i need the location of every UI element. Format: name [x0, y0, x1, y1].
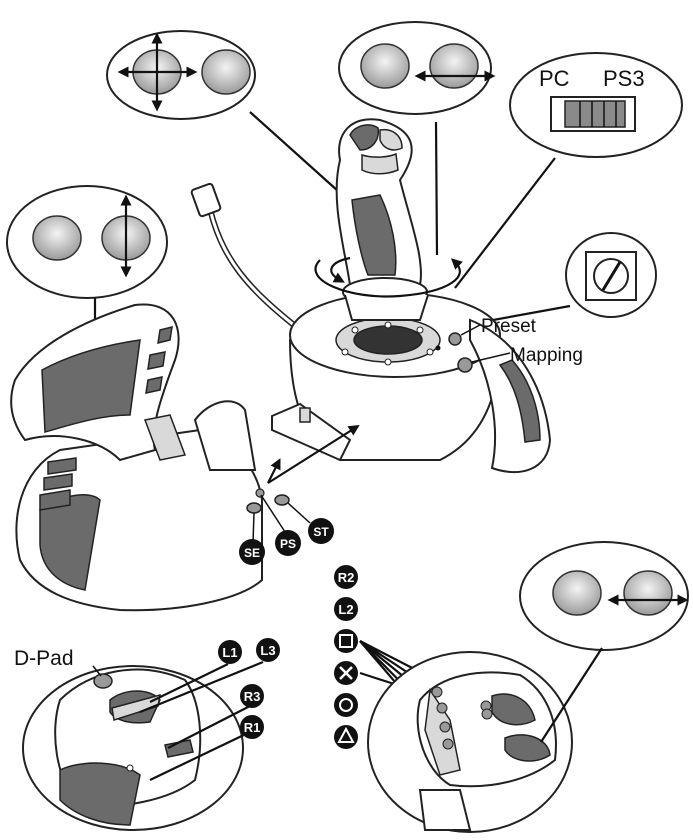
r1-badge [240, 715, 264, 739]
callout-stick-xy [106, 30, 256, 120]
usb-plug-icon [190, 182, 222, 218]
switch-pc-label: PC [539, 66, 570, 91]
mode-switch-slider[interactable] [564, 100, 626, 128]
joystick-stick [314, 118, 463, 321]
l3-label: L3 [260, 643, 275, 658]
preset-led-icon [435, 345, 441, 351]
l3-badge [256, 638, 280, 662]
callout-mode-switch: PC PS3 [509, 52, 683, 158]
callout-stick-twist [338, 21, 496, 115]
switch-ps3-label: PS3 [603, 66, 645, 91]
analog-stick-icon [201, 49, 251, 95]
r3-label: R3 [244, 689, 261, 704]
throttle-buttons: SE PS ST [239, 425, 360, 565]
usb-cable [190, 182, 302, 333]
ps-led-icon [255, 488, 265, 498]
analog-stick-icon [552, 570, 602, 616]
circle-button-icon [334, 693, 358, 717]
dpad-label: D-Pad [14, 647, 74, 670]
analog-stick-icon [360, 43, 410, 89]
analog-stick-icon [429, 43, 479, 89]
l2-label: L2 [338, 602, 353, 617]
start-button[interactable] [274, 494, 290, 506]
left-hand-detail: D-Pad L1 L3 R3 R1 [14, 638, 280, 831]
ps-label: PS [280, 537, 296, 551]
mapping-button[interactable] [457, 357, 473, 373]
twist-arrow-icon [314, 258, 463, 298]
l1-label: L1 [222, 645, 237, 660]
select-button[interactable] [246, 502, 262, 514]
preset-button[interactable] [448, 332, 462, 346]
analog-stick-icon [32, 215, 82, 261]
l2-badge [334, 597, 358, 621]
callout-dial [565, 232, 657, 318]
square-button-icon [334, 629, 358, 653]
preset-label: Preset [481, 316, 537, 337]
start-label: ST [313, 525, 329, 539]
r1-label: R1 [244, 720, 261, 735]
ps-badge [275, 530, 301, 556]
hat-switch-icon [349, 124, 380, 151]
right-hand-detail [367, 651, 573, 833]
start-badge [308, 518, 334, 544]
analog-stick-icon [623, 570, 673, 616]
r2-label: R2 [338, 570, 355, 585]
throttle-unit [10, 303, 263, 612]
callout-throttle-axis [6, 185, 168, 299]
dpad-button[interactable] [93, 673, 113, 689]
l1-badge [218, 640, 242, 664]
mapping-label: Mapping [510, 345, 583, 366]
r3-badge [240, 684, 264, 708]
select-badge [239, 539, 265, 565]
select-label: SE [244, 546, 260, 560]
base-buttons: Preset Mapping [435, 316, 583, 373]
callout-rudder [519, 541, 689, 743]
r2-badge [334, 565, 358, 589]
